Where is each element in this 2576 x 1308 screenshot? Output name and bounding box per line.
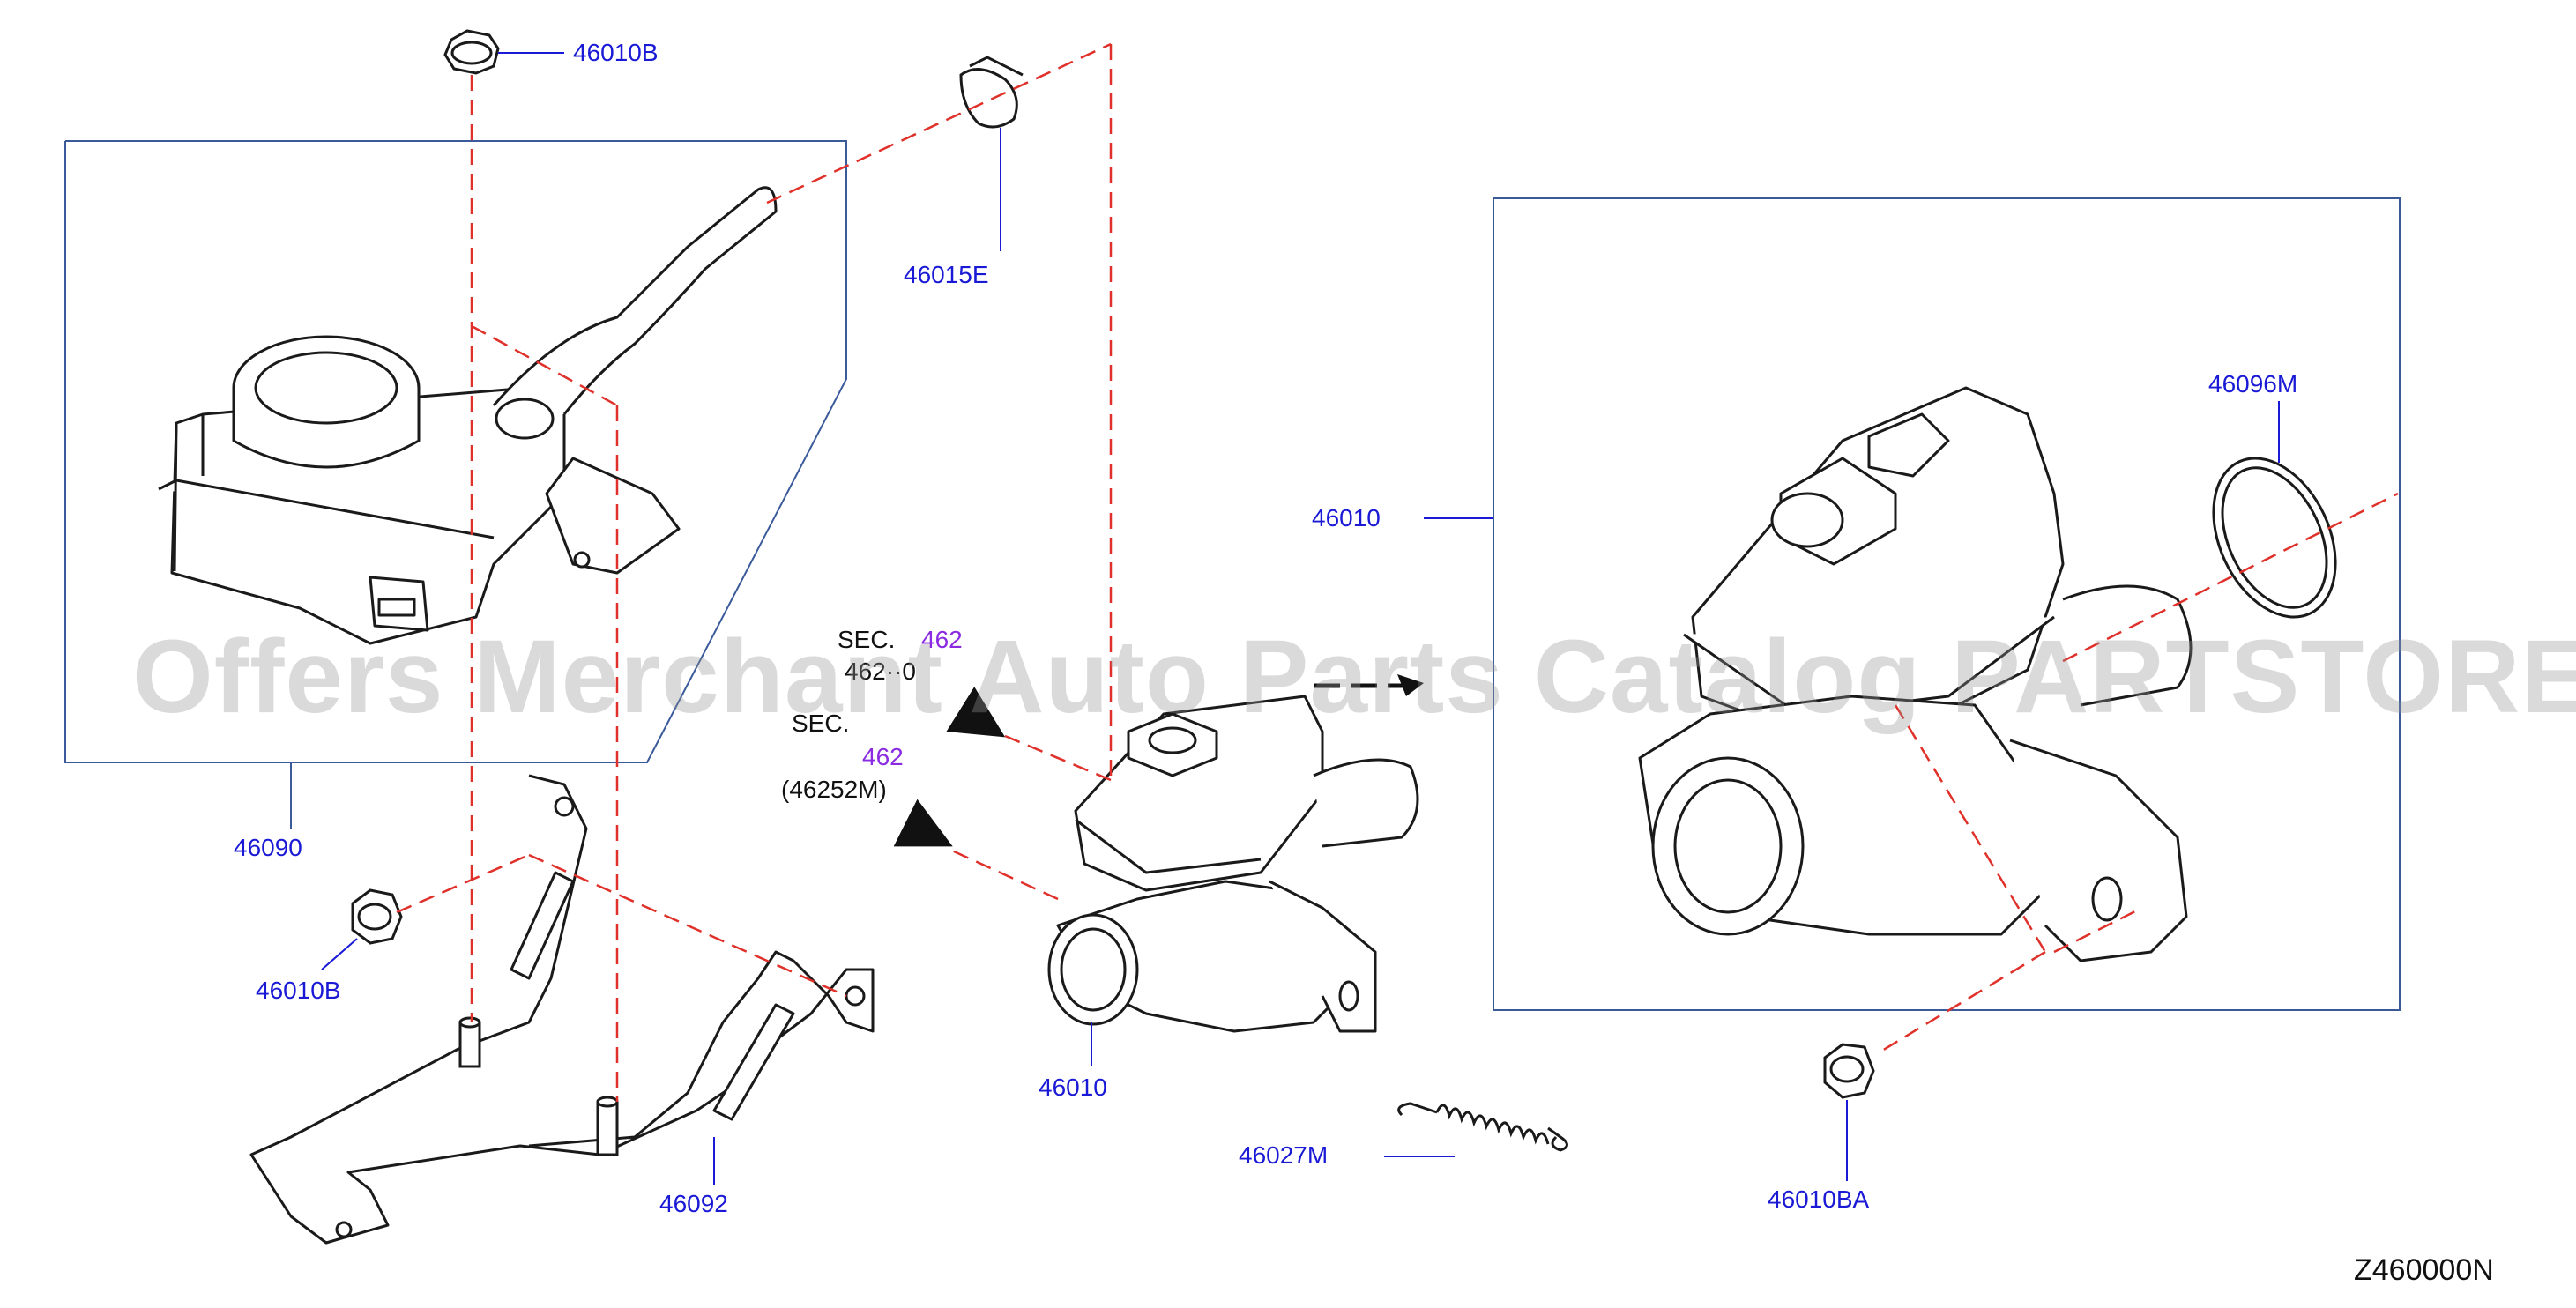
diagram-code: Z460000N <box>2354 1253 2494 1287</box>
label-sec-2-number: 462 <box>862 743 904 770</box>
assembly-dashed-lines <box>396 42 2399 1102</box>
label-46010b-top: 46010B <box>573 39 659 66</box>
watermark-text: Offers Merchant Auto Parts Catalog PARTS… <box>132 619 2576 735</box>
bracket-46092 <box>249 774 875 1245</box>
reservoir-tank <box>158 186 778 645</box>
spring-46027m <box>1397 1102 1568 1152</box>
stud-left <box>458 1016 481 1068</box>
nut-46010b-left <box>351 888 403 945</box>
label-sec-2-title: SEC. <box>792 710 850 737</box>
label-46010-right: 46010 <box>1312 504 1381 531</box>
label-46015e: 46015E <box>904 261 989 288</box>
label-46092: 46092 <box>659 1190 728 1217</box>
leader-46010b-left <box>321 938 358 970</box>
label-46010ba: 46010BA <box>1768 1185 1870 1213</box>
label-sec-1-part: 462··0 <box>845 658 916 685</box>
stud-right <box>596 1096 619 1156</box>
arrow-right-head <box>1397 674 1424 696</box>
arrow-sec-1 <box>946 687 1006 738</box>
label-sec-1-number: 462 <box>921 626 963 653</box>
label-46090: 46090 <box>234 834 302 861</box>
arrow-sec-2 <box>893 799 953 847</box>
o-ring-46096m <box>2212 457 2337 619</box>
master-cylinder-center <box>1047 695 1419 1033</box>
reservoir-frame <box>64 140 847 829</box>
label-46010-center: 46010 <box>1039 1074 1107 1101</box>
label-46010b-left: 46010B <box>256 977 341 1004</box>
master-cylinder-right <box>1638 386 2193 962</box>
label-sec-1-title: SEC. <box>838 626 896 653</box>
nut-46010ba <box>1823 1043 1875 1099</box>
nut-46010b-top <box>443 29 500 75</box>
label-46096m: 46096M <box>2208 370 2298 398</box>
label-sec-2-part: (46252M) <box>781 776 887 803</box>
clamp-46015e <box>959 56 1024 129</box>
label-46027m: 46027M <box>1239 1141 1329 1169</box>
